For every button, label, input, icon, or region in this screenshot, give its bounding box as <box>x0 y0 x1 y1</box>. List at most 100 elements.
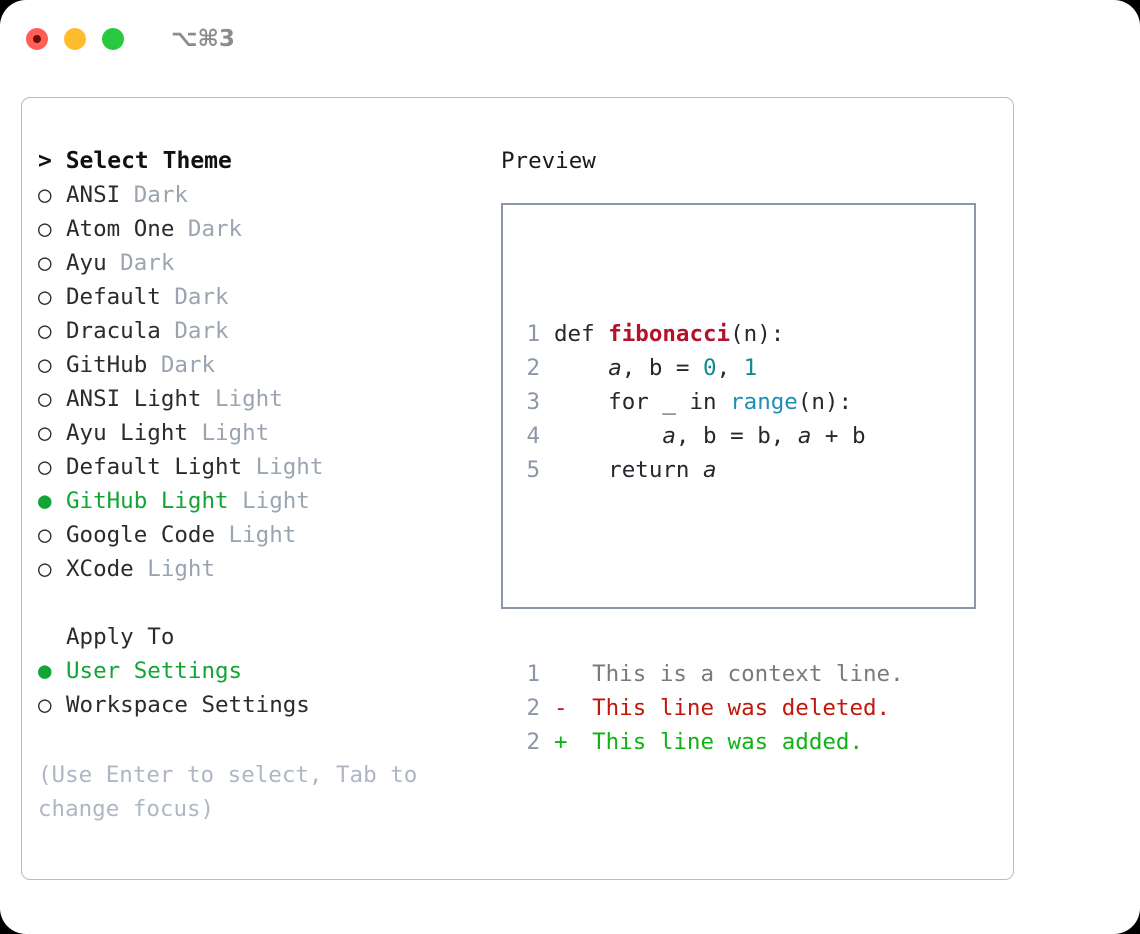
code-token: = <box>662 355 704 381</box>
main-panel: > Select Theme ○ANSI Dark○Atom One Dark○… <box>21 97 1014 880</box>
keyboard-hint: (Use Enter to select, Tab to change focu… <box>38 762 431 822</box>
theme-variant: Light <box>187 420 270 446</box>
theme-list[interactable]: ○ANSI Dark○Atom One Dark○Ayu Dark○Defaul… <box>38 182 498 590</box>
line-number: 2 <box>526 729 540 755</box>
radio-unselected-icon[interactable]: ○ <box>38 522 52 548</box>
theme-variant: Light <box>133 556 216 582</box>
theme-list-item[interactable]: ○ GitHub Dark <box>38 352 498 386</box>
code-token: fibonacci <box>608 321 731 347</box>
theme-variant: Dark <box>160 318 229 344</box>
theme-name: Atom One <box>66 216 175 242</box>
apply-to-list[interactable]: ● User Settings ○Workspace Settings <box>38 658 498 726</box>
code-line: 3 for _ in range(n): <box>522 385 904 419</box>
code-token: (n): <box>797 389 853 415</box>
code-spacer <box>522 555 904 589</box>
radio-unselected-icon[interactable]: ○ <box>38 454 52 480</box>
radio-unselected-icon[interactable]: ○ <box>38 386 52 412</box>
apply-to-heading: Apply To <box>66 624 175 650</box>
code-token: 0 <box>703 355 717 381</box>
theme-name: GitHub Light <box>66 488 229 514</box>
radio-unselected-icon[interactable]: ○ <box>38 250 52 276</box>
theme-variant: Dark <box>147 352 216 378</box>
diff-sign <box>554 657 565 691</box>
code-token: a <box>608 355 622 381</box>
theme-list-item[interactable]: ○ Atom One Dark <box>38 216 498 250</box>
theme-variant: Light <box>228 488 310 514</box>
code-token: return <box>554 457 704 483</box>
radio-unselected-icon[interactable]: ○ <box>38 556 52 582</box>
theme-name: ANSI Light <box>66 386 202 412</box>
apply-to-item[interactable]: ● User Settings <box>38 658 498 692</box>
theme-list-item[interactable]: ○ Default Light Light <box>38 454 498 488</box>
theme-name: GitHub <box>66 352 148 378</box>
code-line: 2 a, b = 0, 1 <box>522 351 904 385</box>
apply-to-heading-row: Apply To <box>38 624 498 658</box>
theme-variant: Dark <box>174 216 243 242</box>
theme-name: Ayu <box>66 250 107 276</box>
theme-variant: Dark <box>120 182 188 208</box>
code-token <box>554 355 608 381</box>
code-token: + b <box>811 423 866 449</box>
diff-text: This is a context line. <box>565 661 904 687</box>
theme-list-item[interactable]: ○ANSI Dark <box>38 182 498 216</box>
code-line: 4 a, b = b, a + b <box>522 419 904 453</box>
theme-list-item[interactable]: ○ Ayu Dark <box>38 250 498 284</box>
code-token <box>554 423 662 449</box>
code-token: a <box>703 457 717 483</box>
theme-name: Dracula <box>66 318 161 344</box>
radio-unselected-icon[interactable]: ○ <box>38 216 52 242</box>
code-token: for _ in <box>554 389 731 415</box>
radio-unselected-icon[interactable]: ○ <box>38 420 52 446</box>
theme-picker-column: > Select Theme ○ANSI Dark○Atom One Dark○… <box>38 148 498 726</box>
line-number: 3 <box>526 389 540 415</box>
code-line: 5 return a <box>522 453 904 487</box>
code-token: a <box>797 423 812 449</box>
code-token: 1 <box>743 355 758 381</box>
diff-sign: - <box>554 695 568 721</box>
radio-unselected-icon[interactable]: ○ <box>38 352 52 378</box>
theme-list-item[interactable]: ● GitHub Light Light <box>38 488 498 522</box>
code-token: b <box>648 355 663 381</box>
preview-column: Preview <box>501 148 1001 174</box>
code-token: , <box>716 355 744 381</box>
code-token: (n): <box>730 321 785 347</box>
theme-list-item[interactable]: ○ Google Code Light <box>38 522 498 556</box>
theme-list-item[interactable]: ○ Dracula Dark <box>38 318 498 352</box>
code-token: a <box>662 423 676 449</box>
theme-list-item[interactable]: ○ Default Dark <box>38 284 498 318</box>
radio-unselected-icon[interactable]: ○ <box>38 182 52 208</box>
diff-line: 2+ This line was added. <box>522 725 904 759</box>
title-bar: ⌥⌘3 <box>0 0 1140 78</box>
theme-name: Default Light <box>66 454 243 480</box>
theme-name: Google Code <box>66 522 216 548</box>
theme-name: Default <box>66 284 161 310</box>
radio-unselected-icon[interactable]: ○ <box>38 692 52 718</box>
theme-variant: Light <box>242 454 324 480</box>
theme-list-item[interactable]: ○ANSI Light Light <box>38 386 498 420</box>
theme-list-item[interactable]: ○Ayu Light Light <box>38 420 498 454</box>
diff-text: This line was deleted. <box>565 695 891 721</box>
minimize-button[interactable] <box>64 28 86 50</box>
radio-unselected-icon[interactable]: ○ <box>38 318 52 344</box>
radio-unselected-icon[interactable]: ○ <box>38 284 52 310</box>
line-number: 1 <box>526 321 540 347</box>
apply-to-label: User Settings <box>66 658 243 684</box>
theme-name: XCode <box>66 556 134 582</box>
theme-variant: Dark <box>106 250 175 276</box>
line-number: 5 <box>526 457 540 483</box>
radio-selected-icon[interactable]: ● <box>38 658 52 684</box>
apply-to-item[interactable]: ○Workspace Settings <box>38 692 498 726</box>
theme-variant: Dark <box>160 284 229 310</box>
close-button[interactable] <box>26 28 48 50</box>
line-number: 2 <box>526 355 540 381</box>
maximize-button[interactable] <box>102 28 124 50</box>
theme-list-item[interactable]: ○ XCode Light <box>38 556 498 590</box>
diff-line: 2- This line was deleted. <box>522 691 904 725</box>
theme-variant: Light <box>215 522 297 548</box>
code-token: , b = b, <box>675 423 798 449</box>
radio-selected-icon[interactable]: ● <box>38 488 52 514</box>
